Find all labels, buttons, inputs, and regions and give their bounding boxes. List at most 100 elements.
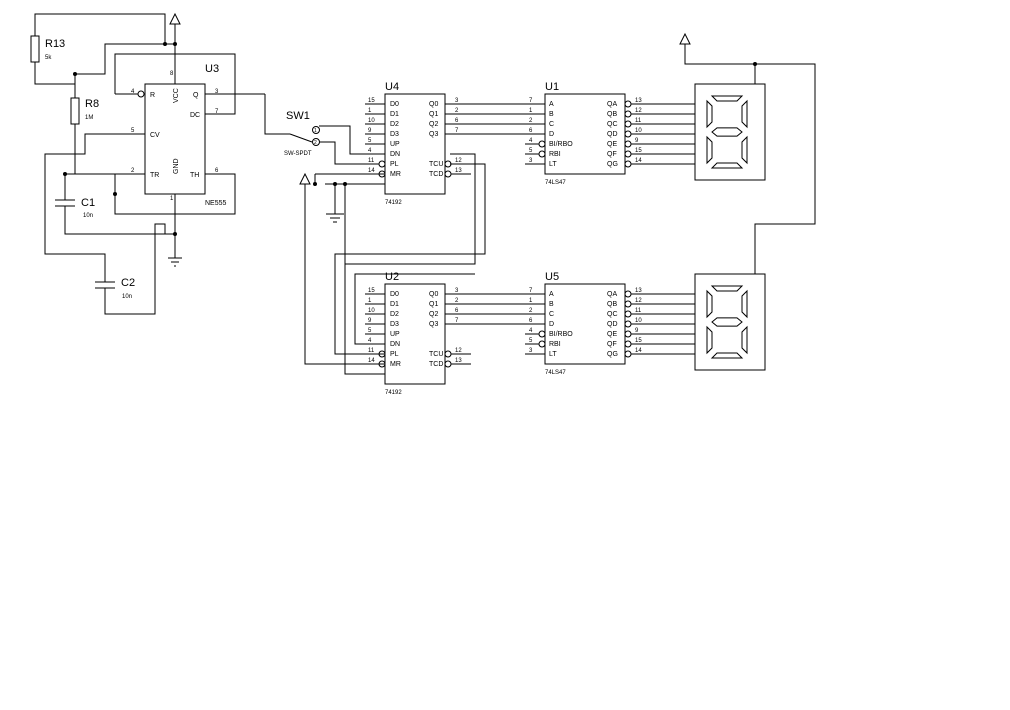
u4-pin-number: 11: [368, 158, 375, 164]
c1-label: C1: [81, 197, 95, 209]
r13-label: R13: [45, 38, 65, 50]
u5-pin-number: 4: [529, 328, 533, 334]
u5-pin-rbi: RBI: [549, 341, 561, 348]
u2-pin-q1: Q1: [429, 301, 438, 308]
u3-label: U3: [205, 63, 219, 75]
r13-resistor: [30, 35, 40, 63]
u3-pin-th: TH: [190, 172, 199, 179]
output-to-switch-wire: [264, 94, 290, 135]
segment-d: [710, 162, 744, 169]
u1-pin-number: 7: [529, 98, 533, 104]
u1-pin-qg: QG: [607, 161, 618, 168]
u4-pin-number: 1: [368, 108, 372, 114]
u1-pin-number: 10: [635, 128, 642, 134]
u4-pin-q3: Q3: [429, 131, 438, 138]
sw1-label: SW1: [286, 110, 310, 122]
segment-a: [710, 95, 744, 102]
display-2-seven-segment: [694, 273, 766, 371]
u1-pin-d: D: [549, 131, 554, 138]
u1-pin-number: 4: [529, 138, 533, 144]
u1-pin-number: 12: [635, 108, 642, 114]
u3-pin-tr: TR: [150, 172, 159, 179]
vcc-bus-wire: [75, 43, 175, 75]
u2-mr-wire: [344, 264, 385, 375]
r13-bottom-wire: [34, 62, 75, 85]
u3-pin6-number: 6: [215, 168, 219, 174]
u2-pin-mr: MR: [390, 361, 401, 368]
u1-pin-number: 13: [635, 98, 642, 104]
u1-pin-number: 15: [635, 148, 642, 154]
tcu-carry-wire: [344, 153, 476, 265]
u3-pin4-number: 4: [131, 89, 135, 95]
u1-pin-number: 2: [529, 118, 533, 124]
u5-pin-qb: QB: [607, 301, 617, 308]
u4-pin-number: 9: [368, 128, 372, 134]
segment-e: [706, 325, 713, 355]
u3-pin-q: Q: [193, 92, 199, 99]
u4-pin-tcd: TCD: [429, 171, 443, 178]
u5-pin-d: D: [549, 321, 554, 328]
u2-pin-number: 5: [368, 328, 372, 334]
u5-pin-qf: QF: [607, 341, 617, 348]
u3-pin-gnd: GND: [173, 158, 180, 174]
u4-pin-q1: Q1: [429, 111, 438, 118]
u2-pin-dn: DN: [390, 341, 400, 348]
segment-f: [706, 289, 713, 319]
u5-pin-number: 6: [529, 318, 533, 324]
displays-group: [694, 83, 766, 371]
u1-pin-a: A: [549, 101, 554, 108]
sw1-part: SW-SPDT: [284, 151, 312, 157]
u2-label: U2: [385, 271, 399, 283]
u2-pin-d1: D1: [390, 301, 399, 308]
u1-pin-qf: QF: [607, 151, 617, 158]
ground-icon: [168, 254, 182, 267]
sw1-pos2: 2: [314, 140, 317, 146]
u4-pin-d1: D1: [390, 111, 399, 118]
u4-pin-mr: MR: [390, 171, 401, 178]
u1-pin-number: 3: [529, 158, 533, 164]
u4-pin-d0: D0: [390, 101, 399, 108]
u1-label: U1: [545, 81, 559, 93]
u1-part: 74LS47: [545, 180, 566, 186]
u4-label: U4: [385, 81, 399, 93]
u5-pin-number: 10: [635, 318, 642, 324]
u2-pin-pl: PL: [390, 351, 399, 358]
u3-pin8-number: 8: [170, 71, 174, 77]
u5-pin-number: 11: [635, 308, 642, 314]
segment-c: [741, 135, 748, 165]
u4-pin-number: 13: [455, 168, 462, 174]
u5-pin-number: 12: [635, 298, 642, 304]
display-1-seven-segment: [694, 83, 766, 181]
r13-top-wire: [34, 13, 166, 44]
u5-pin-qc: QC: [607, 311, 618, 318]
u3-pin-r: R: [150, 92, 155, 99]
u4-pin-q0: Q0: [429, 101, 438, 108]
u3-pin-vcc: VCC: [173, 88, 180, 103]
u2-pin-number: 12: [455, 348, 462, 354]
r8-value: 1M: [85, 115, 93, 121]
u1-pin-number: 14: [635, 158, 642, 164]
gnd-link: [154, 223, 166, 234]
u5-pin-number: 3: [529, 348, 533, 354]
u2-pin-number: 14: [368, 358, 375, 364]
u1-pin-number: 5: [529, 148, 533, 154]
vcc-arrow-icon: [679, 32, 691, 45]
sw1-dn-wire: [319, 141, 385, 165]
u4-pin-d3: D3: [390, 131, 399, 138]
u4-pin-number: 4: [368, 148, 372, 154]
u5-label: U5: [545, 271, 559, 283]
u1-pin-qc: QC: [607, 121, 618, 128]
segment-a: [710, 285, 744, 292]
u2-pin-number: 2: [455, 298, 459, 304]
r8-resistor: [70, 97, 80, 125]
u5-pin-number: 14: [635, 348, 642, 354]
u2-pin-number: 3: [455, 288, 459, 294]
u5-pin-qd: QD: [607, 321, 618, 328]
u2-pin-d3: D3: [390, 321, 399, 328]
u1-pin-qe: QE: [607, 141, 617, 148]
